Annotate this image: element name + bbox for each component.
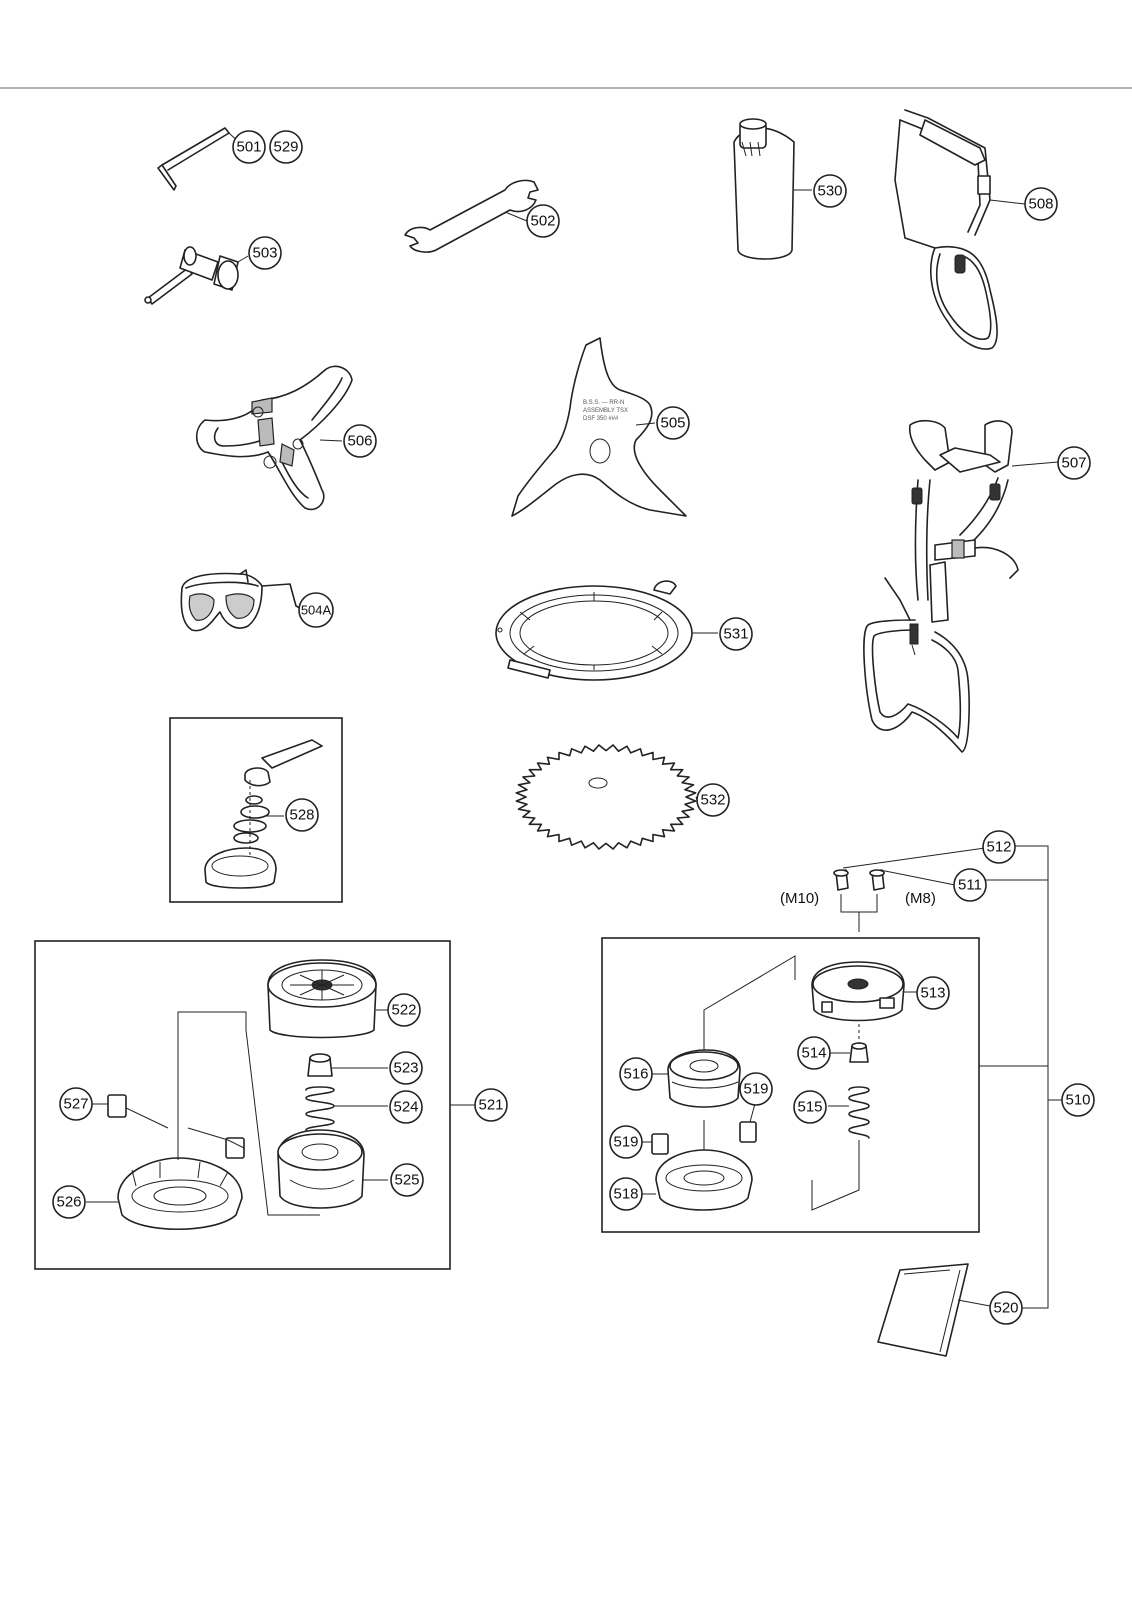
callout-506: 506: [343, 424, 377, 458]
svg-text:516: 516: [623, 1066, 648, 1083]
callout-507: 507: [1057, 446, 1091, 480]
svg-text:526: 526: [56, 1194, 81, 1211]
spark-plug-wrench-part: [144, 246, 249, 305]
callout-528: 528: [285, 798, 319, 832]
callout-531: 531: [719, 617, 753, 651]
callout-502: 502: [526, 204, 560, 238]
callout-505: 505: [656, 406, 690, 440]
saw-blade-part: [515, 744, 698, 850]
three-tooth-blade-part: B.S.S. — RR-N ASSEMBLY TSX DSF 350 ###: [511, 337, 687, 517]
svg-text:502: 502: [530, 213, 555, 230]
callout-510: 510: [1061, 1083, 1095, 1117]
callout-511: 511: [953, 868, 987, 902]
svg-text:527: 527: [63, 1096, 88, 1113]
oil-bottle-part: [733, 118, 812, 260]
svg-text:515: 515: [797, 1099, 822, 1116]
svg-text:528: 528: [289, 807, 314, 824]
callout-513: 513: [916, 976, 950, 1010]
svg-text:524: 524: [393, 1099, 418, 1116]
full-harness-part: [863, 419, 1059, 753]
callout-516: 516: [619, 1057, 653, 1091]
svg-text:520: 520: [993, 1300, 1018, 1317]
svg-text:510: 510: [1065, 1092, 1090, 1109]
callout-519-left: 519: [609, 1125, 643, 1159]
note-m10: (M10): [780, 890, 819, 907]
group-510: [601, 845, 1062, 1357]
svg-text:DSF 350 ###: DSF 350 ###: [583, 416, 619, 422]
svg-text:531: 531: [723, 626, 748, 643]
callout-518: 518: [609, 1177, 643, 1211]
callout-501: 501: [232, 130, 266, 164]
svg-text:505: 505: [660, 415, 685, 432]
svg-text:508: 508: [1028, 196, 1053, 213]
callout-514: 514: [797, 1036, 831, 1070]
callout-515: 515: [793, 1090, 827, 1124]
svg-text:530: 530: [817, 183, 842, 200]
svg-text:518: 518: [613, 1186, 638, 1203]
callout-508: 508: [1024, 187, 1058, 221]
inset-521: [34, 940, 475, 1270]
callout-520: 520: [989, 1291, 1023, 1325]
callout-503: 503: [248, 236, 282, 270]
svg-text:504A: 504A: [301, 603, 332, 618]
saw-blade-outline: [515, 744, 697, 850]
svg-text:513: 513: [920, 985, 945, 1002]
callout-504A: 504A: [298, 592, 334, 628]
svg-text:506: 506: [347, 433, 372, 450]
callout-522: 522: [387, 993, 421, 1027]
safety-goggles-part: [180, 569, 301, 632]
note-m8: (M8): [905, 890, 936, 907]
harness-part: [195, 365, 353, 511]
svg-text:514: 514: [801, 1045, 826, 1062]
svg-text:511: 511: [958, 877, 982, 894]
svg-text:512: 512: [986, 839, 1011, 856]
callout-532: 532: [696, 783, 730, 817]
inset-528: [169, 717, 343, 903]
svg-text:507: 507: [1061, 455, 1086, 472]
saw-blade-center-hole: [588, 777, 608, 789]
callout-530: 530: [813, 174, 847, 208]
svg-text:519: 519: [613, 1134, 638, 1151]
hex-key-part: [157, 127, 244, 191]
svg-text:532: 532: [700, 792, 725, 809]
svg-text:529: 529: [273, 139, 298, 156]
callout-525: 525: [390, 1163, 424, 1197]
callout-526: 526: [52, 1185, 86, 1219]
svg-text:B.S.S. — RR-N: B.S.S. — RR-N: [583, 400, 624, 406]
svg-text:525: 525: [394, 1172, 419, 1189]
callout-521: 521: [474, 1088, 508, 1122]
open-wrench-part: [404, 179, 539, 253]
callout-523: 523: [389, 1051, 423, 1085]
svg-text:522: 522: [391, 1002, 416, 1019]
svg-text:503: 503: [252, 245, 277, 262]
callout-527: 527: [59, 1087, 93, 1121]
callout-524: 524: [389, 1090, 423, 1124]
svg-text:521: 521: [478, 1097, 503, 1114]
svg-text:501: 501: [236, 139, 261, 156]
svg-text:523: 523: [393, 1060, 418, 1077]
callout-529: 529: [269, 130, 303, 164]
callout-519-right: 519: [739, 1072, 773, 1106]
svg-text:519: 519: [743, 1081, 768, 1098]
shoulder-strap-part: [894, 109, 1026, 350]
svg-text:ASSEMBLY TSX: ASSEMBLY TSX: [583, 408, 628, 414]
guard-ring-part: [495, 580, 718, 681]
callout-512: 512: [982, 830, 1016, 864]
